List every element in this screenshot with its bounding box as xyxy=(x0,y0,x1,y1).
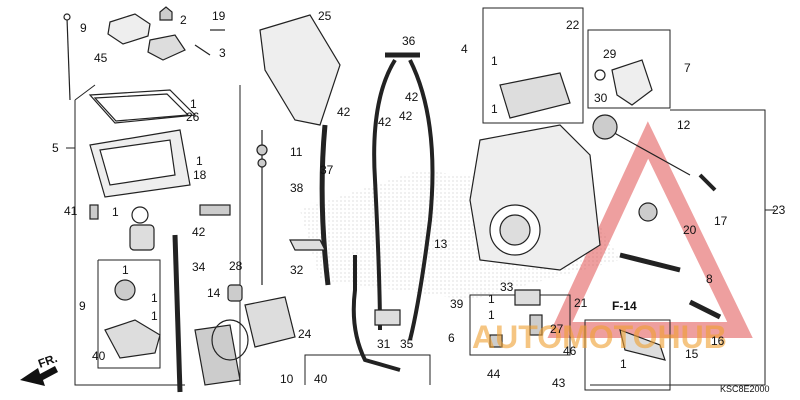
callout-42b: 42 xyxy=(405,90,419,104)
callout-20: 20 xyxy=(683,223,697,237)
callout-30: 30 xyxy=(594,91,608,105)
callout-36: 36 xyxy=(402,34,416,48)
callout-41: 41 xyxy=(64,204,78,218)
callout-17: 17 xyxy=(714,214,728,228)
callout-21: 21 xyxy=(574,296,588,310)
callout-1k: 1 xyxy=(620,357,627,371)
callout-45: 45 xyxy=(94,51,108,65)
callout-5: 5 xyxy=(52,141,59,155)
callout-34: 34 xyxy=(192,260,206,274)
callout-24: 24 xyxy=(298,327,312,341)
callout-16: 16 xyxy=(711,334,725,348)
callout-29: 29 xyxy=(603,47,617,61)
callout-22: 22 xyxy=(566,18,580,32)
callout-12: 12 xyxy=(677,118,691,132)
parts-outlines xyxy=(63,6,722,393)
callout-38: 38 xyxy=(290,181,304,195)
ref-label: F-14 xyxy=(612,299,637,313)
callout-25: 25 xyxy=(318,9,332,23)
bracket-frames xyxy=(66,7,775,391)
callout-15: 15 xyxy=(685,347,699,361)
callout-40b: 40 xyxy=(314,372,328,386)
callout-1f: 1 xyxy=(122,263,129,277)
diagram-code: KSC8E2000 xyxy=(720,384,770,394)
callout-14: 14 xyxy=(207,286,221,300)
callout-33: 33 xyxy=(500,280,514,294)
callout-1i: 1 xyxy=(488,292,495,306)
callout-8: 8 xyxy=(706,272,713,286)
callout-44: 44 xyxy=(487,367,501,381)
callout-10: 10 xyxy=(280,372,294,386)
callout-2: 2 xyxy=(180,13,187,27)
callout-1g: 1 xyxy=(151,291,158,305)
callout-9a: 9 xyxy=(80,21,87,35)
callout-13: 13 xyxy=(434,237,448,251)
callout-42a: 42 xyxy=(337,105,351,119)
callout-31: 31 xyxy=(377,337,391,351)
callout-42c: 42 xyxy=(378,115,392,129)
callout-40a: 40 xyxy=(92,349,106,363)
callout-27: 27 xyxy=(550,322,564,336)
callout-1a: 1 xyxy=(491,54,498,68)
callout-42e: 42 xyxy=(192,225,206,239)
callout-11: 11 xyxy=(290,145,303,159)
front-label: FR. xyxy=(36,351,59,371)
callout-28: 28 xyxy=(229,259,243,273)
watermark-text: AUTOMOTOHUB xyxy=(472,319,727,355)
callout-3: 3 xyxy=(219,46,226,60)
callout-9b: 9 xyxy=(79,299,86,313)
callout-1j: 1 xyxy=(488,308,495,322)
front-arrow-icon: FR. xyxy=(20,351,59,386)
callout-1h: 1 xyxy=(151,309,158,323)
callout-37: 37 xyxy=(320,163,334,177)
callout-1c: 1 xyxy=(190,97,197,111)
callout-1d: 1 xyxy=(196,154,203,168)
callout-1b: 1 xyxy=(491,102,498,116)
callout-4: 4 xyxy=(461,42,468,56)
watermark-triangle xyxy=(547,121,753,338)
callout-7: 7 xyxy=(684,61,691,75)
callout-18: 18 xyxy=(193,168,207,182)
callout-32: 32 xyxy=(290,263,304,277)
callout-39: 39 xyxy=(450,297,464,311)
callout-43: 43 xyxy=(552,376,566,390)
callout-46: 46 xyxy=(563,344,577,358)
callout-19: 19 xyxy=(212,9,226,23)
callout-42d: 42 xyxy=(399,109,413,123)
callout-23: 23 xyxy=(772,203,786,217)
callout-35: 35 xyxy=(400,337,414,351)
callout-26: 26 xyxy=(186,110,200,124)
callout-1e: 1 xyxy=(112,205,119,219)
callout-6: 6 xyxy=(448,331,455,345)
